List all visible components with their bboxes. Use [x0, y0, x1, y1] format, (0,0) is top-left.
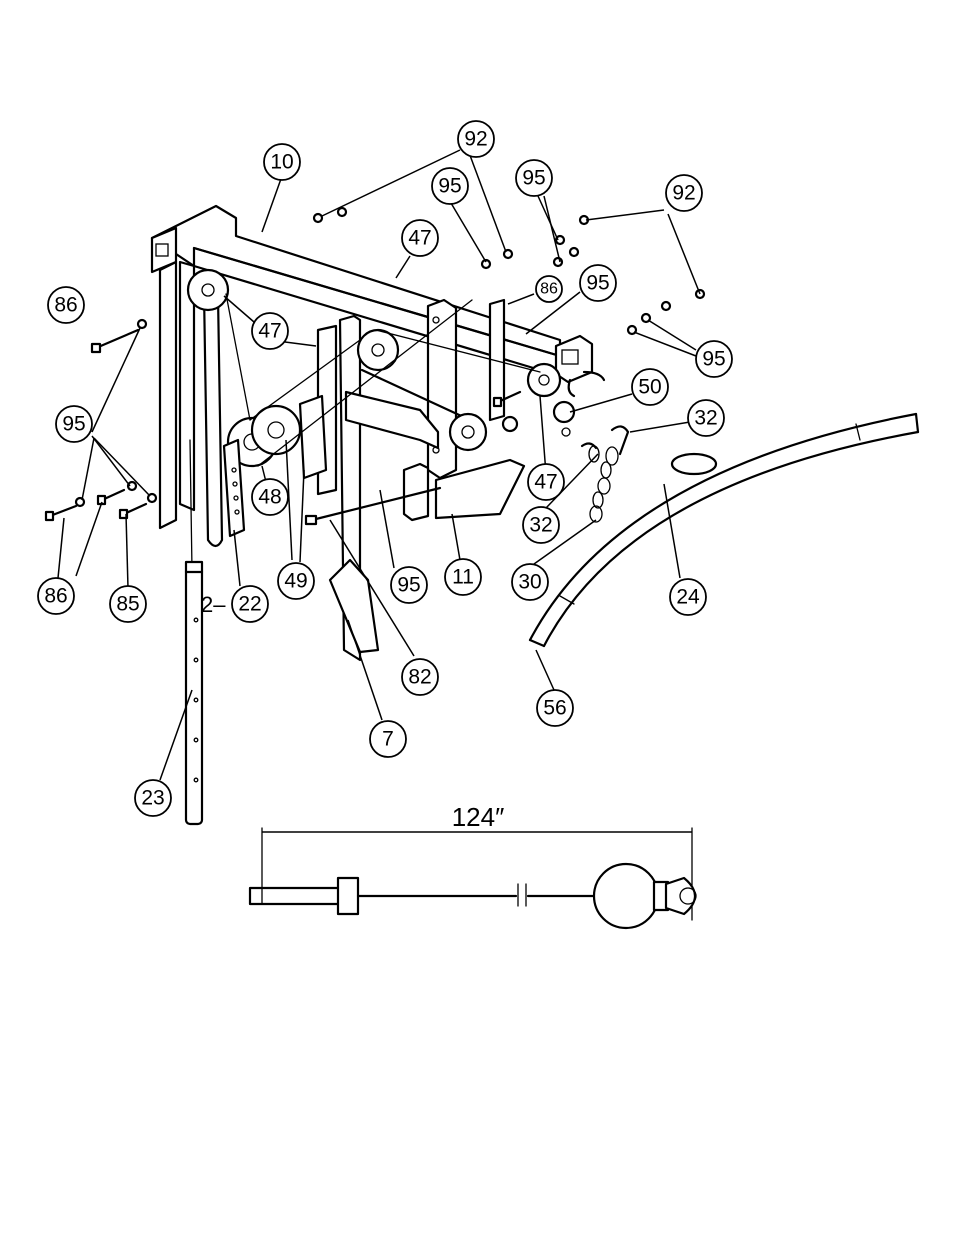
- svg-text:47: 47: [408, 227, 431, 250]
- inner-post-b: [488, 298, 506, 422]
- callout-86-lower-left: 86: [37, 577, 75, 615]
- svg-text:85: 85: [116, 593, 139, 616]
- cable-end-stud: [248, 886, 342, 906]
- left-upright-front: [158, 260, 178, 530]
- svg-text:56: 56: [543, 697, 566, 720]
- callout-30: 30: [511, 563, 549, 601]
- svg-text:95: 95: [702, 348, 725, 371]
- callout-32-lower: 32: [522, 506, 560, 544]
- pulley-left: [186, 268, 230, 312]
- callout-48: 48: [251, 478, 289, 516]
- top-crossbar: [150, 204, 562, 358]
- ball-stop: [552, 400, 576, 424]
- callout-47-left: 47: [251, 312, 289, 350]
- callout-92-top-right: 92: [665, 174, 703, 212]
- svg-text:86: 86: [54, 294, 77, 317]
- leader-lines: [57, 149, 701, 781]
- callout-7: 7: [369, 720, 407, 758]
- svg-text:48: 48: [258, 486, 281, 509]
- svg-text:10: 10: [270, 151, 293, 174]
- center-post: [426, 298, 458, 480]
- svg-text:95: 95: [586, 272, 609, 295]
- callout-95-far-right: 95: [695, 340, 733, 378]
- base-foot: [434, 458, 526, 520]
- cable-diagonal: [225, 293, 251, 421]
- diagonal-brace: [344, 390, 440, 450]
- lat-bar: [528, 412, 918, 642]
- cable-length-label: 124″: [452, 802, 505, 832]
- svg-text:49: 49: [284, 570, 307, 593]
- svg-text:32: 32: [694, 407, 717, 430]
- callout-82: 82: [401, 658, 439, 696]
- svg-text:82: 82: [408, 666, 431, 689]
- svg-text:86: 86: [540, 281, 558, 298]
- bolt-set-upper-left: [90, 318, 148, 354]
- hanging-strap: [202, 290, 224, 548]
- callout-85: 85: [109, 585, 147, 623]
- svg-text:92: 92: [672, 182, 695, 205]
- callout-47-top: 47: [401, 219, 439, 257]
- svg-text:23: 23: [141, 787, 164, 810]
- top-nuts-right: [552, 214, 706, 336]
- svg-text:92: 92: [464, 128, 487, 151]
- svg-text:95: 95: [522, 167, 545, 190]
- bolt-set-lower-left: [44, 480, 158, 522]
- pulley-right: [526, 362, 562, 398]
- callout-56: 56: [536, 689, 574, 727]
- long-bolt: [310, 486, 442, 522]
- bolt-set-right: [492, 390, 522, 433]
- svg-text:47: 47: [258, 320, 281, 343]
- svg-text:30: 30: [518, 571, 541, 594]
- callout-86-right: 86: [535, 275, 563, 303]
- pulley-bracket: [298, 394, 328, 480]
- cable-detail: 124″: [248, 802, 697, 930]
- callout-23: 23: [134, 779, 172, 817]
- svg-text:7: 7: [382, 728, 394, 751]
- cable-end-nut: [336, 876, 360, 916]
- svg-text:95: 95: [397, 574, 420, 597]
- callout-47-right: 47: [527, 463, 565, 501]
- svg-text:95: 95: [62, 413, 85, 436]
- cable-ball-stop: [592, 862, 660, 930]
- callout-86-upper-left: 86: [47, 286, 85, 324]
- snap-hook-lower: [580, 442, 598, 450]
- svg-text:2–: 2–: [201, 592, 226, 617]
- callout-95-lower: 95: [390, 566, 428, 604]
- callout-11: 11: [444, 558, 482, 596]
- callout-10: 10: [263, 143, 301, 181]
- hook-right: [582, 370, 606, 382]
- chain-plate: [670, 452, 718, 476]
- pulley-lower: [448, 412, 488, 452]
- callout-95-top-mid: 95: [515, 159, 553, 197]
- callout-50: 50: [631, 368, 669, 406]
- pulley-center: [356, 328, 400, 372]
- drop-cable: [189, 439, 193, 571]
- callout-95-left: 95: [55, 405, 93, 443]
- callout-49: 49: [277, 562, 315, 600]
- callout-92-top-left: 92: [457, 120, 495, 158]
- callout-22: 2– 22: [201, 585, 269, 623]
- svg-text:11: 11: [452, 566, 474, 589]
- frame-assembly: [44, 204, 920, 826]
- callout-32-upper: 32: [687, 399, 725, 437]
- svg-text:47: 47: [534, 471, 557, 494]
- weight-post: [184, 566, 204, 826]
- svg-text:95: 95: [438, 175, 461, 198]
- svg-text:32: 32: [529, 514, 552, 537]
- snap-hook-upper: [610, 425, 630, 456]
- chain: [588, 445, 619, 523]
- callout-95-right-upper: 95: [579, 264, 617, 302]
- svg-text:86: 86: [44, 585, 67, 608]
- svg-text:24: 24: [676, 586, 700, 609]
- callout-95-top-left: 95: [431, 167, 469, 205]
- callout-24: 24: [669, 578, 707, 616]
- svg-text:22: 22: [238, 593, 261, 616]
- svg-text:50: 50: [638, 376, 661, 399]
